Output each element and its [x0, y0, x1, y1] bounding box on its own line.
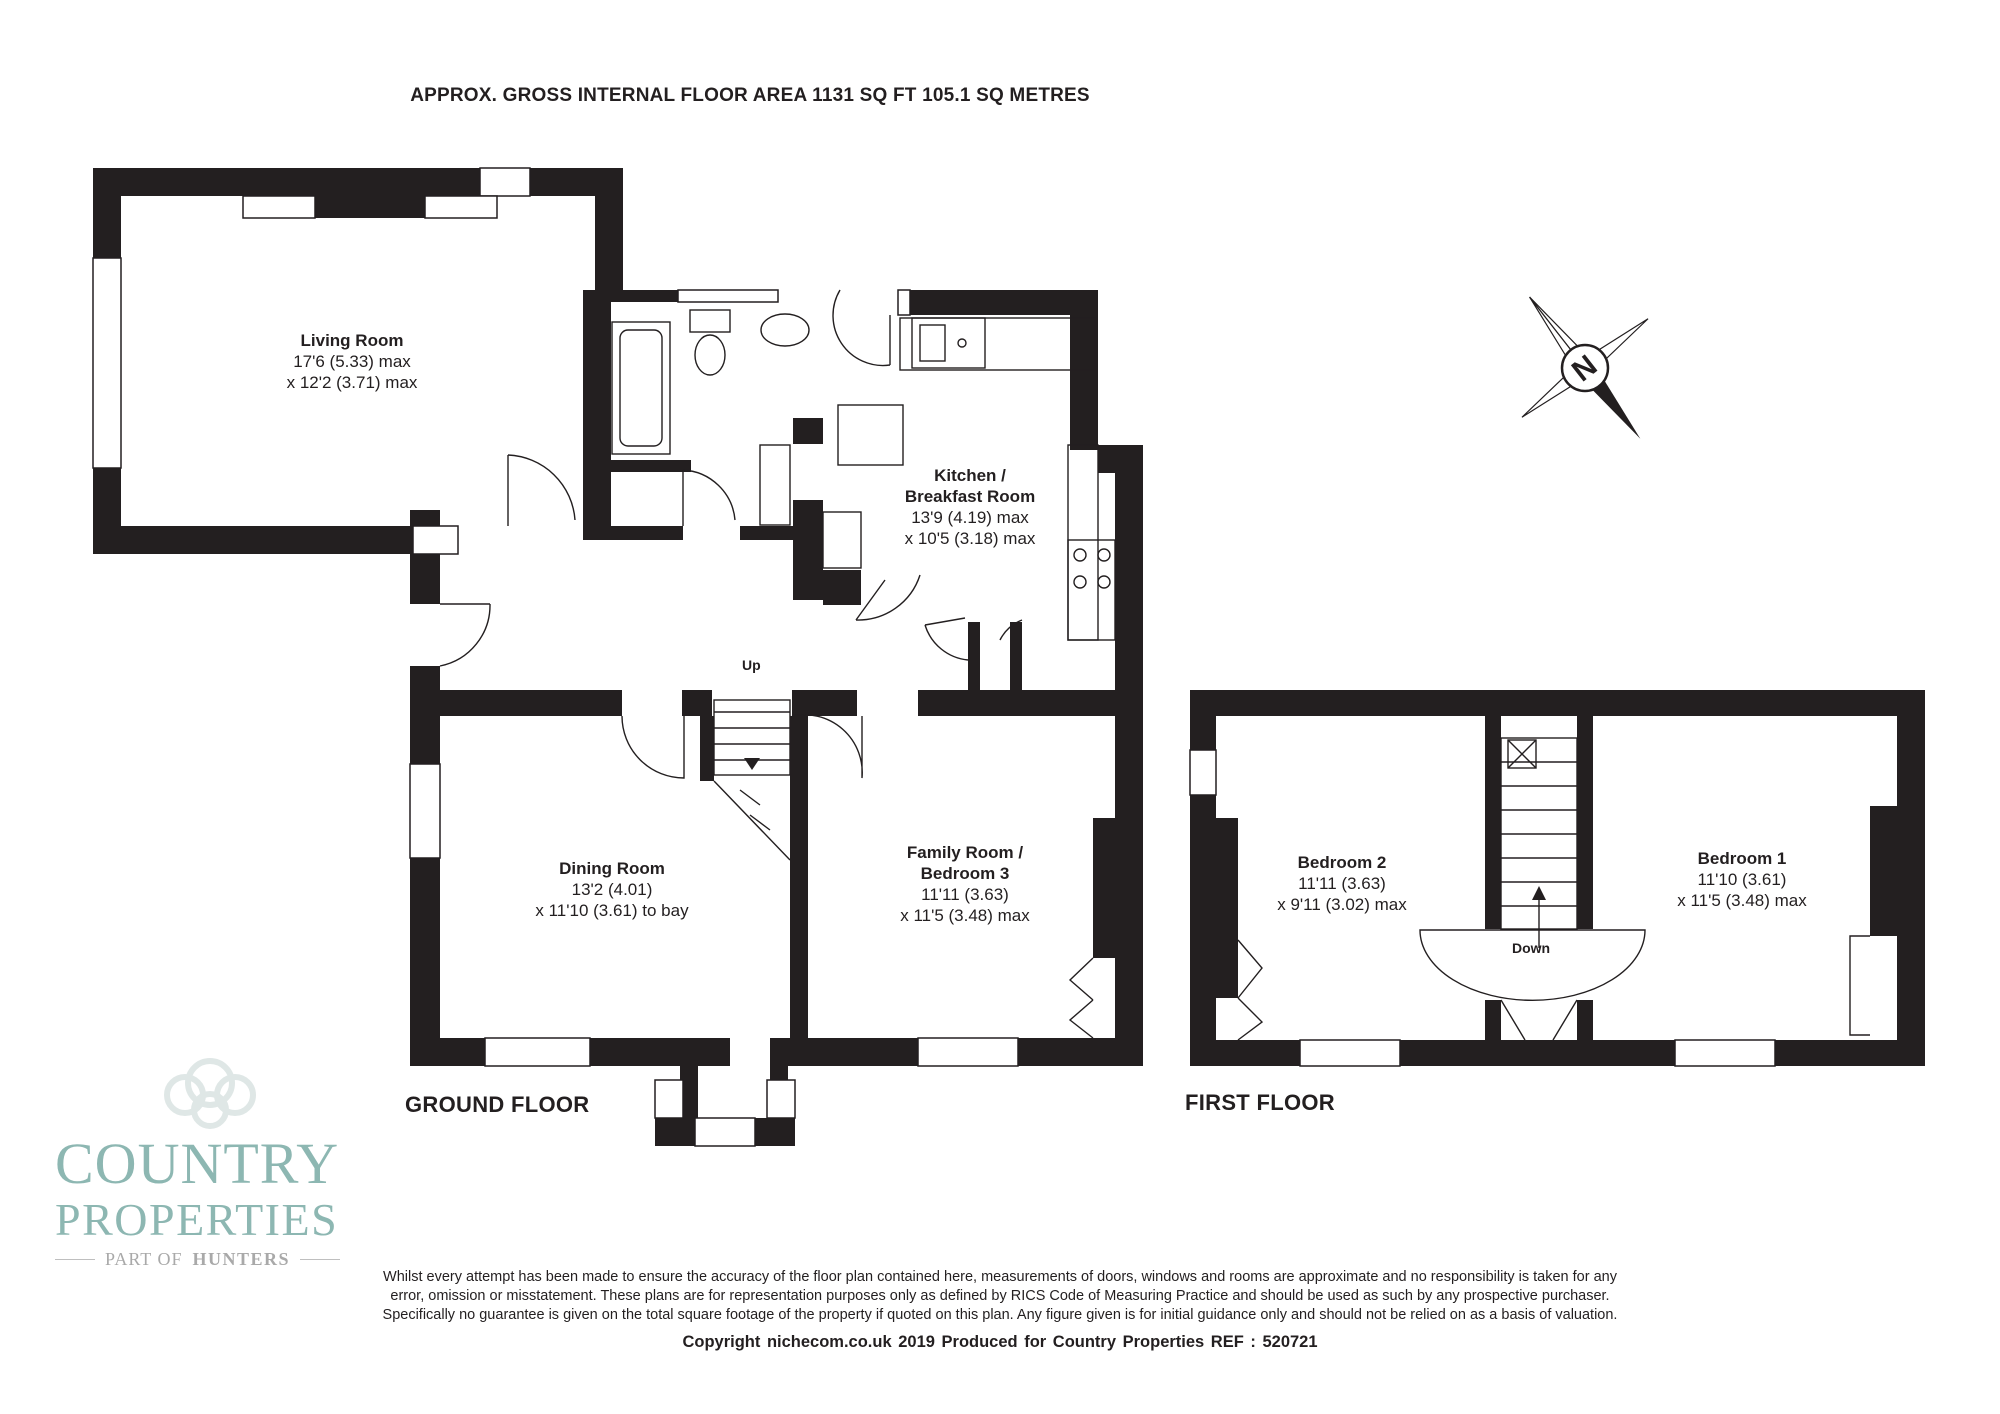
first-floor-label: FIRST FLOOR — [1185, 1090, 1335, 1115]
compass-rose — [1521, 296, 1649, 439]
logo-part-of: PART OF HUNTERS — [55, 1249, 355, 1270]
room-dining-room: Dining Room 13'2 (4.01) x 11'10 (3.61) t… — [535, 859, 689, 920]
fixtures-and-doors — [439, 289, 1870, 1041]
logo-emblem — [164, 1058, 256, 1129]
room-bedroom-2: Bedroom 2 11'11 (3.63) x 9'11 (3.02) max — [1277, 853, 1407, 914]
windows — [92, 167, 1776, 1147]
logo-properties: PROPERTIES — [55, 1194, 339, 1245]
disclaimer-text: Whilst every attempt has been made to en… — [382, 1269, 1618, 1323]
stairs-down-label: Down — [1512, 940, 1551, 956]
stair-arrows — [744, 758, 1546, 900]
floor-area-title: APPROX. GROSS INTERNAL FLOOR AREA 1131 S… — [410, 85, 1090, 106]
room-living-room: Living Room 17'6 (5.33) max x 12'2 (3.71… — [286, 331, 418, 392]
logo-country: COUNTRY — [55, 1131, 340, 1196]
first-floor-walls — [1190, 690, 1925, 1066]
ground-floor-walls — [93, 168, 1143, 1146]
room-kitchen: Kitchen / Breakfast Room 13'9 (4.19) max… — [904, 466, 1036, 548]
copyright-line: Copyright nichecom.co.uk 2019 Produced f… — [682, 1333, 1318, 1351]
stairs-up-label: Up — [742, 657, 761, 673]
company-logo: COUNTRY PROPERTIES PART OF HUNTERS — [55, 1045, 355, 1270]
room-bedroom-1: Bedroom 1 11'10 (3.61) x 11'5 (3.48) max — [1677, 849, 1807, 910]
ground-floor-label: GROUND FLOOR — [405, 1092, 590, 1117]
room-family-room: Family Room / Bedroom 3 11'11 (3.63) x 1… — [900, 843, 1030, 925]
